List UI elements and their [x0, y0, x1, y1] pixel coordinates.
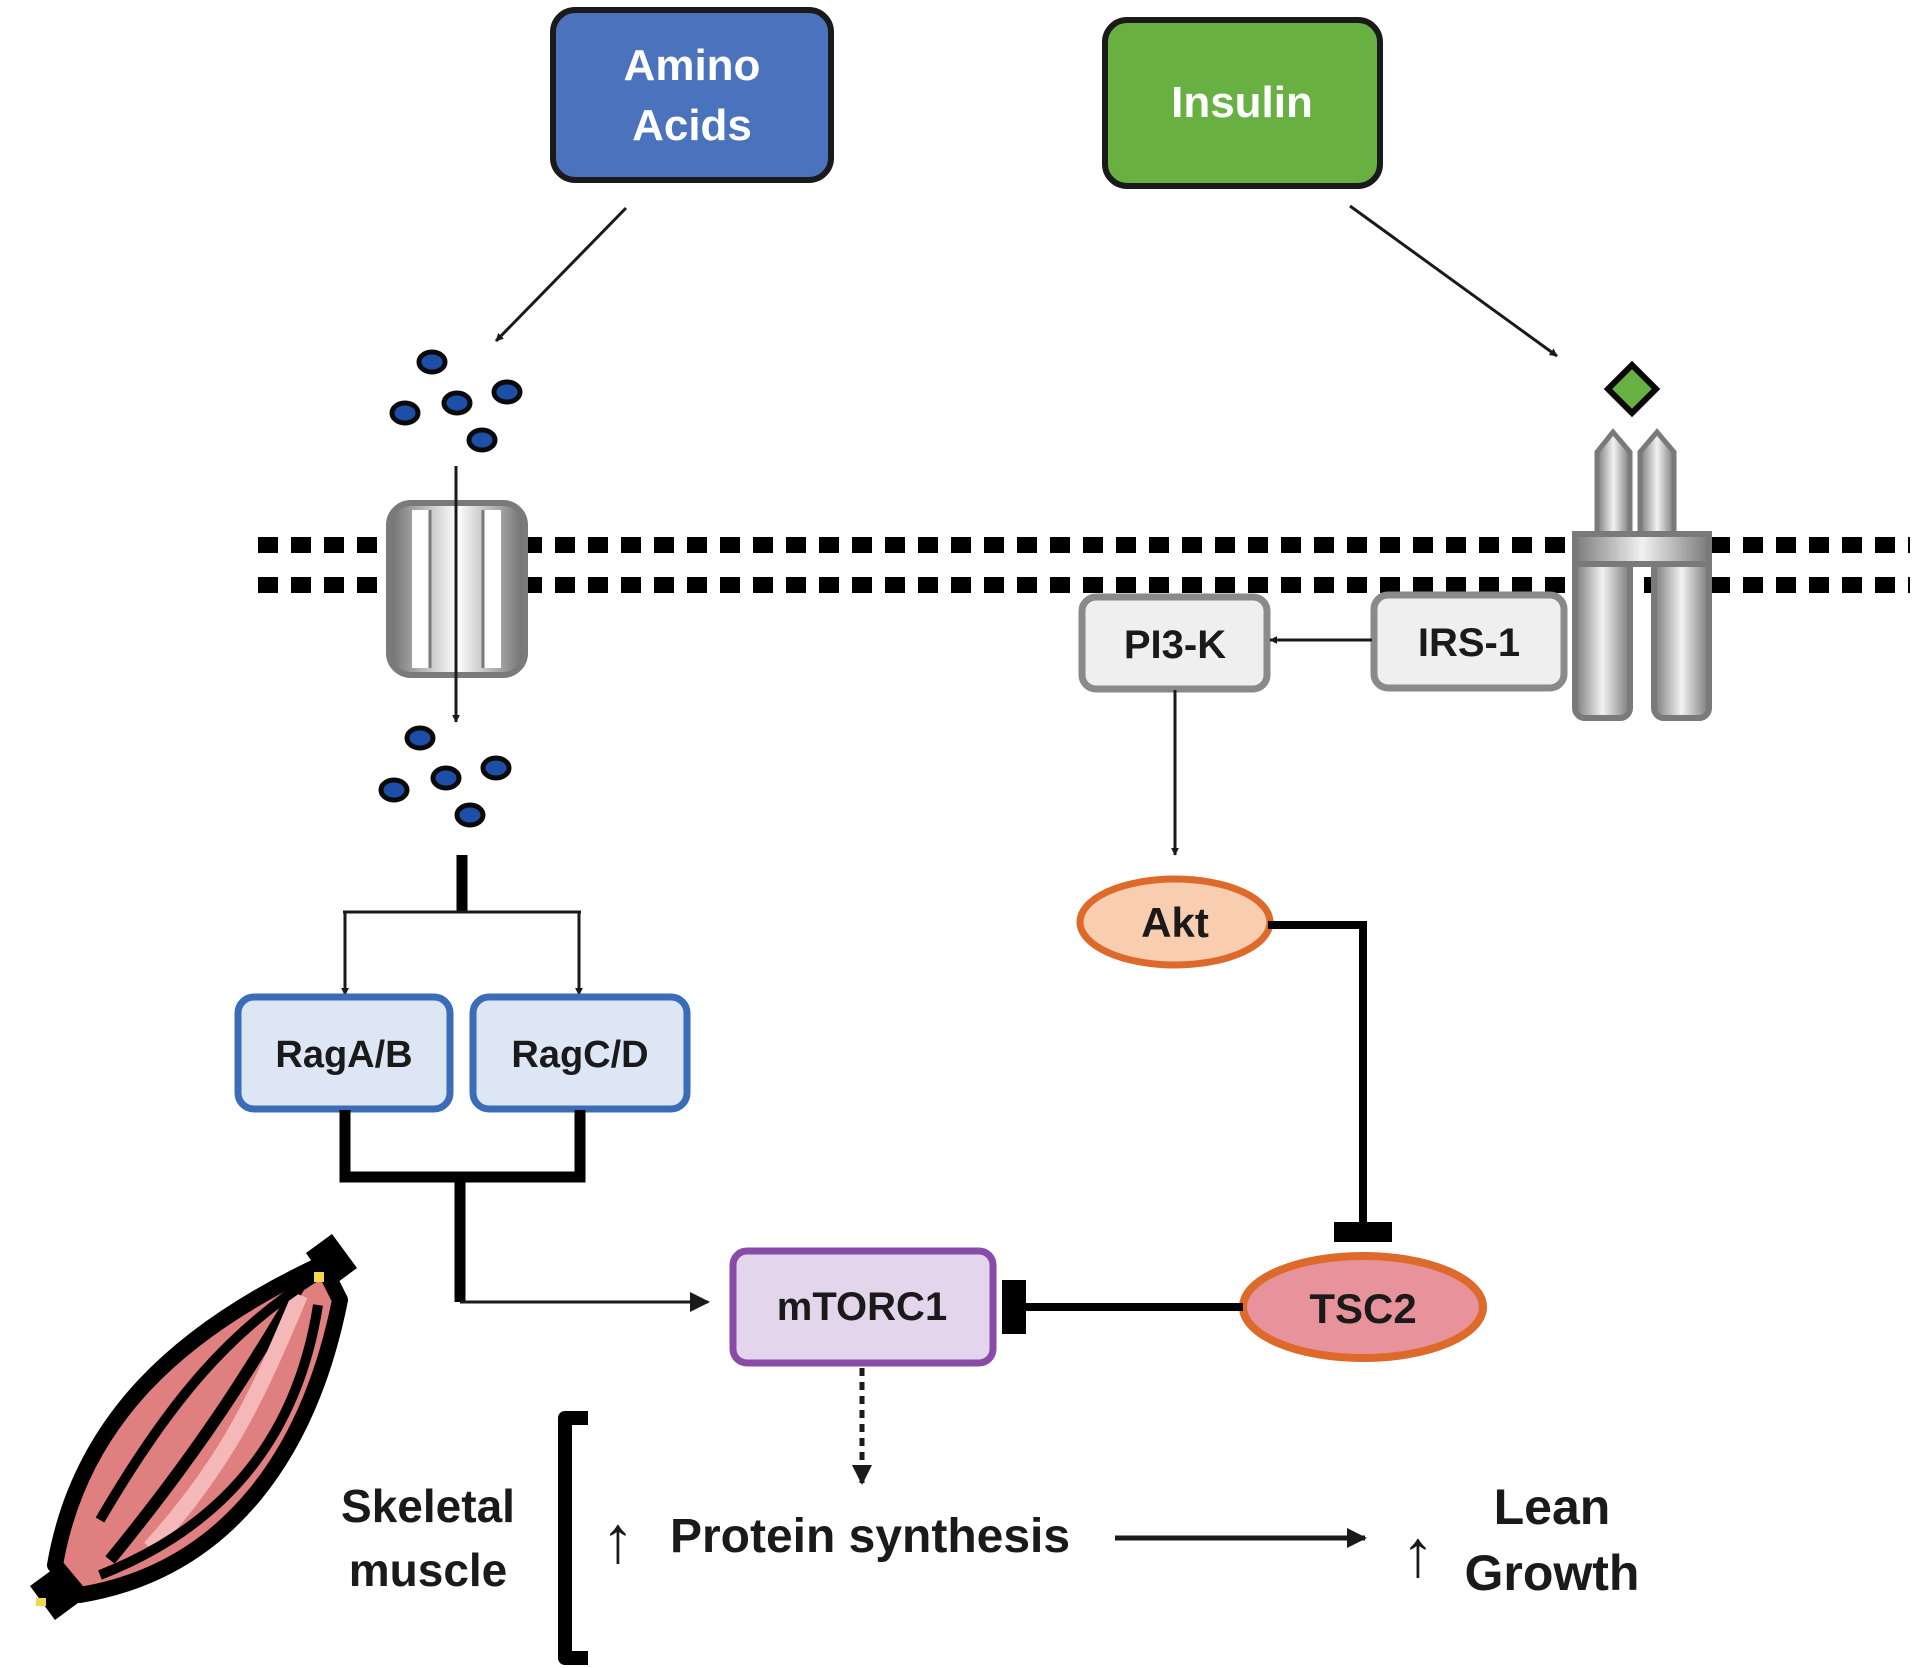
insulin-arrow: [1349, 204, 1558, 358]
mtorc1-box: mTORC1: [729, 1247, 997, 1367]
mtorc1-label: mTORC1: [777, 1285, 947, 1329]
akt-node: Akt: [1076, 875, 1274, 969]
amino-acids-box: Amino Acids: [550, 7, 834, 183]
lean-growth-label-line1: Lean: [1494, 1479, 1611, 1535]
insulin-label: Insulin: [1171, 78, 1313, 127]
left-bracket: [558, 1411, 588, 1665]
tsc2-node: TSC2: [1239, 1252, 1487, 1362]
amino-acids-label-line2: Acids: [632, 101, 752, 150]
pi3k-label: PI3-K: [1124, 623, 1226, 667]
tsc2-label: TSC2: [1309, 1285, 1416, 1332]
akt-inhibition-bar: [1334, 1222, 1392, 1242]
amino-acid-dot: [430, 765, 462, 791]
rag-cd-box: RagC/D: [469, 993, 691, 1113]
amino-acids-arrow: [494, 206, 628, 343]
amino-acid-dot: [378, 777, 410, 803]
akt-label: Akt: [1141, 899, 1209, 946]
amino-acid-dot: [404, 725, 436, 751]
amino-acid-dot: [480, 755, 512, 781]
protein-synthesis-up-arrow: ↑: [602, 1502, 635, 1576]
insulin-receptor: [1572, 428, 1712, 721]
protein-synthesis-label: Protein synthesis: [670, 1510, 1070, 1563]
rag-to-mtorc1-connector: [339, 1110, 710, 1312]
irs1-box: IRS-1: [1370, 591, 1568, 692]
amino-acid-molecules-extracellular: [389, 349, 523, 453]
cell-membrane: [258, 537, 1910, 593]
amino-acid-dot: [389, 400, 421, 426]
amino-acid-molecules-intracellular: [378, 725, 512, 828]
skeletal-muscle-label-line2: muscle: [349, 1544, 508, 1596]
rag-ab-box: RagA/B: [234, 993, 454, 1113]
irs1-label: IRS-1: [1418, 621, 1520, 665]
amino-acid-dot: [454, 802, 486, 828]
amino-acid-dot: [491, 379, 523, 405]
pi3k-box: PI3-K: [1078, 593, 1271, 693]
tsc2-inhibition-bar: [1002, 1280, 1026, 1334]
akt-inhibits-tsc2-line: [1268, 921, 1367, 1222]
rag-ab-label: RagA/B: [275, 1034, 412, 1076]
rag-branch-connector: [341, 855, 583, 996]
amino-acid-dot: [416, 349, 448, 375]
lean-growth-label-line2: Growth: [1465, 1545, 1640, 1601]
lean-growth-up-arrow: ↑: [1402, 1516, 1435, 1590]
amino-acids-label-line1: Amino: [624, 41, 761, 90]
insulin-box: Insulin: [1102, 17, 1383, 189]
amino-acid-dot: [466, 427, 498, 453]
amino-acid-dot: [441, 390, 473, 416]
skeletal-muscle-label-line1: Skeletal: [341, 1480, 515, 1532]
rag-cd-label: RagC/D: [511, 1034, 648, 1076]
skeletal-muscle-icon: [30, 1234, 357, 1620]
insulin-ligand: [1603, 360, 1661, 418]
